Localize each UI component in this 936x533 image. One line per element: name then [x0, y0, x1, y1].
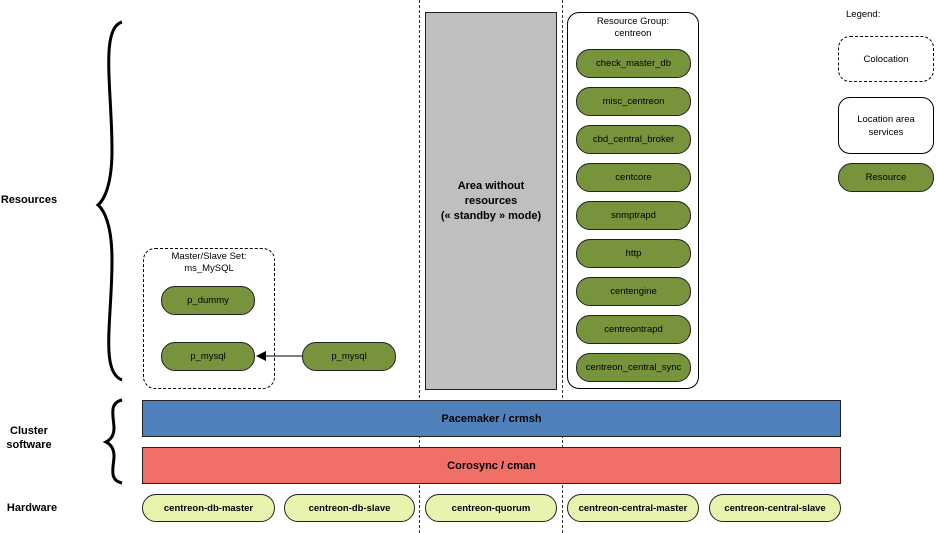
legend-colocation: Colocation — [838, 36, 934, 82]
cluster-software-line1: Cluster — [10, 425, 48, 437]
resource-check-master-db[interactable]: check_master_db — [576, 49, 691, 78]
resource-p-mysql-external[interactable]: p_mysql — [302, 342, 396, 371]
resource-centreon-central-sync[interactable]: centreon_central_sync — [576, 353, 691, 382]
standby-line1: Area without — [457, 179, 525, 192]
master-slave-title-line1: Master/Slave Set: — [171, 251, 247, 262]
resources-brace-icon — [95, 20, 123, 382]
resource-p-dummy[interactable]: p_dummy — [161, 286, 255, 315]
cluster-brace-icon — [102, 398, 123, 485]
master-slave-set-title: Master/Slave Set: ms_MySQL — [143, 251, 275, 275]
legend-resource: Resource — [838, 163, 934, 192]
cluster-software-line2: software — [6, 439, 52, 451]
resource-centengine[interactable]: centengine — [576, 277, 691, 306]
resource-snmptrapd[interactable]: snmptrapd — [576, 201, 691, 230]
resource-group — [567, 12, 699, 389]
hardware-centreon-quorum[interactable]: centreon-quorum — [425, 494, 557, 522]
resource-centreontrapd[interactable]: centreontrapd — [576, 315, 691, 344]
master-slave-title-line2: ms_MySQL — [184, 263, 234, 274]
cluster-software-label: Cluster software — [0, 424, 58, 452]
master-slave-set — [143, 248, 275, 389]
hardware-label: Hardware — [6, 502, 58, 514]
standby-area: Area without resources (« standby » mode… — [425, 12, 557, 390]
corosync-bar: Corosync / cman — [142, 447, 841, 484]
pacemaker-bar: Pacemaker / crmsh — [142, 400, 841, 437]
separator-right — [562, 0, 563, 533]
resources-label: Resources — [0, 194, 58, 206]
hardware-centreon-db-master[interactable]: centreon-db-master — [142, 494, 275, 522]
resource-group-title-line2: centreon — [614, 28, 652, 39]
resource-group-title: Resource Group: centreon — [567, 16, 699, 40]
resource-p-mysql-master[interactable]: p_mysql — [161, 342, 255, 371]
legend-location-line2: services — [868, 126, 904, 138]
legend-location-line1: Location area — [857, 113, 915, 125]
resource-cbd-central-broker[interactable]: cbd_central_broker — [576, 125, 691, 154]
resource-misc-centreon[interactable]: misc_centreon — [576, 87, 691, 116]
separator-left — [419, 0, 420, 533]
legend-location: Location area services — [838, 97, 934, 154]
standby-line2: resources — [464, 194, 518, 207]
standby-line3: (« standby » mode) — [440, 209, 542, 222]
legend-title: Legend: — [846, 9, 881, 20]
hardware-centreon-central-master[interactable]: centreon-central-master — [567, 494, 699, 522]
resource-http[interactable]: http — [576, 239, 691, 268]
hardware-centreon-central-slave[interactable]: centreon-central-slave — [709, 494, 841, 522]
resource-group-title-line1: Resource Group: — [596, 16, 670, 27]
resource-centcore[interactable]: centcore — [576, 163, 691, 192]
hardware-centreon-db-slave[interactable]: centreon-db-slave — [284, 494, 415, 522]
